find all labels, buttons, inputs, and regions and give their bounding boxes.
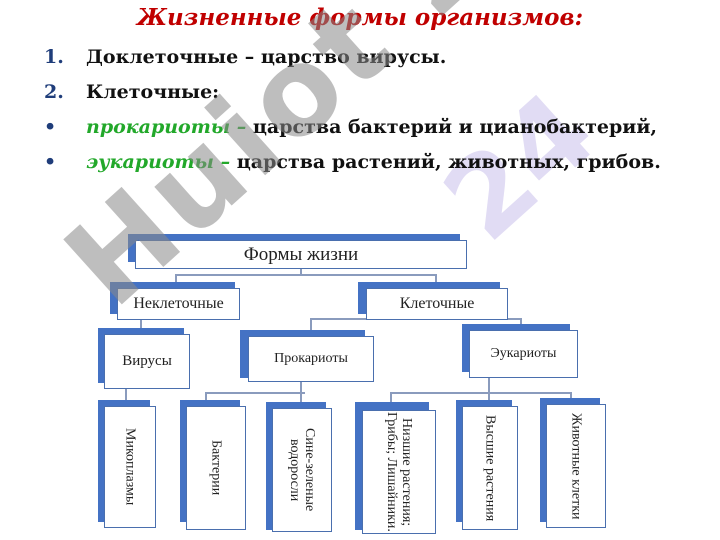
connector-line: [205, 392, 305, 394]
list-item: • прокариоты – царства бактерий и цианоб…: [40, 114, 700, 140]
connector-line: [300, 268, 302, 276]
root-node: Формы жизни: [135, 240, 467, 269]
bullet-marker: •: [44, 116, 57, 138]
list-item-text: царства бактерий и цианобактерий,: [246, 116, 658, 138]
noncellular-node: Неклеточные: [117, 288, 240, 320]
connector-line: [175, 274, 435, 276]
list-marker: 2.: [44, 81, 64, 103]
eukaryotes-term: эукариоты –: [86, 151, 231, 173]
cellular-node: Клеточные: [366, 288, 508, 320]
list-item-text: Доклеточные – царство вирусы.: [86, 46, 447, 68]
connector-line: [570, 392, 572, 402]
connector-line: [140, 318, 142, 330]
connector-line: [310, 318, 312, 334]
list-item-text: царства растений, животных, грибов.: [230, 151, 661, 173]
connector-line: [125, 386, 127, 402]
leaf-lower-plants: Низшие растения; Грибы; Лишайники.: [362, 410, 436, 534]
leaf-cyanobacteria: Сине-зеленые водоросли: [272, 408, 332, 532]
connector-line: [488, 378, 490, 402]
connector-line: [390, 392, 392, 402]
prokaryotes-term: прокариоты –: [86, 116, 247, 138]
connector-line: [175, 274, 177, 288]
life-forms-list: 1. Доклеточные – царство вирусы. 2. Клет…: [40, 44, 700, 184]
viruses-node: Вирусы: [104, 334, 190, 389]
connector-line: [390, 392, 570, 394]
list-item-text: Клеточные:: [86, 81, 220, 103]
leaf-higher-plants: Высшие растения: [462, 406, 518, 530]
list-item: 2. Клеточные:: [40, 79, 700, 105]
prokaryotes-node: Прокариоты: [248, 336, 374, 382]
list-item: 1. Доклеточные – царство вирусы.: [40, 44, 700, 70]
bullet-marker: •: [44, 151, 57, 173]
connector-line: [435, 274, 437, 288]
list-marker: 1.: [44, 46, 64, 68]
connector-line: [205, 392, 207, 402]
leaf-mycoplasma: Микоплазмы: [104, 406, 156, 528]
list-item: • эукариоты – царства растений, животных…: [40, 149, 700, 175]
leaf-animal-cells: Животные клетки: [546, 404, 606, 528]
connector-line: [300, 382, 302, 402]
connector-line: [520, 318, 522, 326]
leaf-bacteria: Бактерии: [186, 406, 246, 530]
page-title: Жизненные формы организмов:: [136, 4, 584, 31]
eukaryotes-node: Эукариоты: [469, 330, 578, 378]
